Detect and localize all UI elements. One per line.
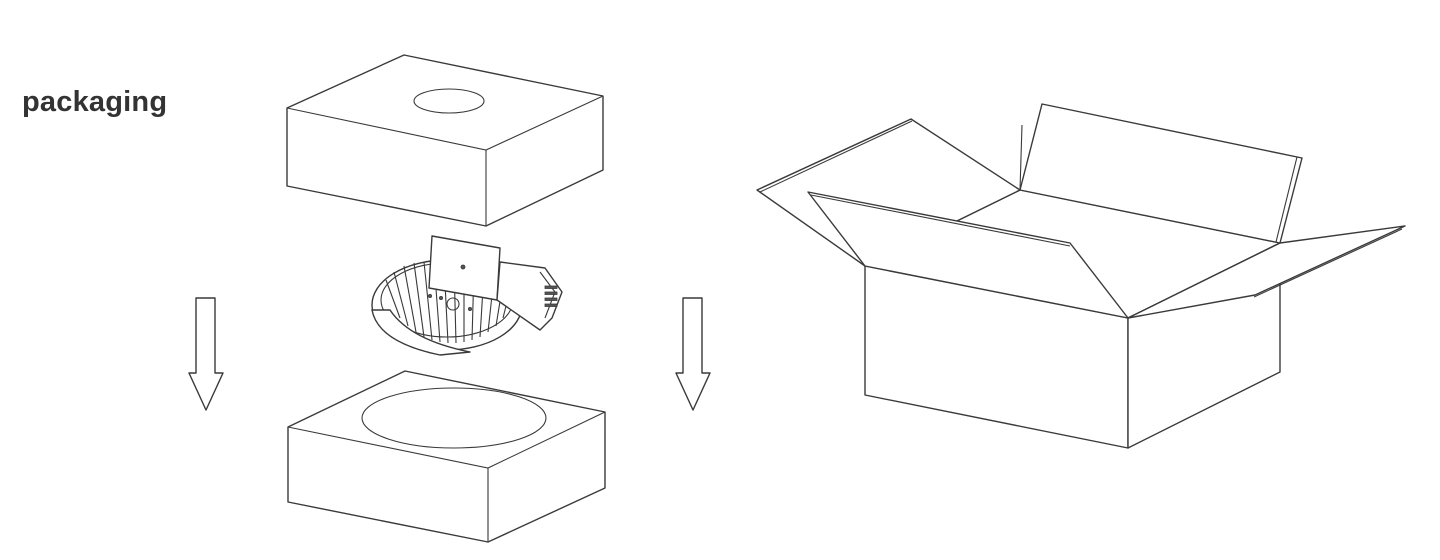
box-base-icon — [287, 370, 606, 543]
lamp-icon — [371, 235, 563, 356]
down-arrow-icon — [675, 297, 711, 411]
box-lid-icon — [286, 54, 604, 227]
down-arrow-icon — [188, 297, 224, 411]
open-carton-icon — [756, 103, 1406, 449]
page-title: packaging — [22, 86, 168, 118]
